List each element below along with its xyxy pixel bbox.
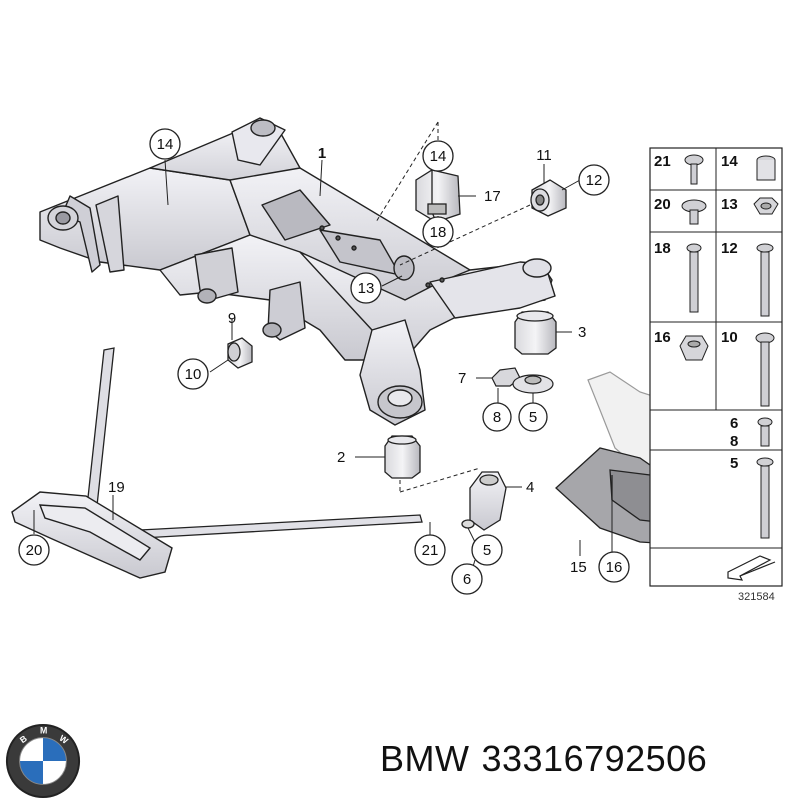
bolt-5-icon <box>756 457 774 539</box>
svg-text:6: 6 <box>463 571 471 588</box>
legend-label-16: 16 <box>654 329 671 346</box>
svg-text:14: 14 <box>157 136 174 153</box>
nut-16-icon <box>679 335 709 361</box>
callout-11: 11 <box>536 147 552 164</box>
callout-8-main: 8 <box>482 402 512 432</box>
rubber-mount-3 <box>514 310 557 355</box>
screw-20-icon <box>681 199 707 225</box>
callout-18-mount: 18 <box>422 216 454 248</box>
callout-3: 3 <box>578 324 586 341</box>
svg-text:5: 5 <box>529 409 537 426</box>
svg-text:18: 18 <box>430 224 447 241</box>
nut-13-icon <box>753 197 779 215</box>
legend-label-21: 21 <box>654 153 671 170</box>
svg-text:13: 13 <box>358 280 375 297</box>
brand-name: BMW <box>380 738 470 779</box>
rear-subframe <box>39 117 556 426</box>
legend-label-20: 20 <box>654 196 671 213</box>
svg-text:1: 1 <box>318 145 326 162</box>
part-number: 33316792506 <box>481 738 708 779</box>
direction-arrow-icon <box>727 555 776 581</box>
legend-label-18: 18 <box>654 240 671 257</box>
svg-text:8: 8 <box>493 409 501 426</box>
callout-14-top-left: 14 <box>149 128 181 160</box>
part-caption: BMW 33316792506 <box>380 738 790 788</box>
bushing-11 <box>530 179 567 217</box>
bracket-4 <box>461 471 507 531</box>
sleeve-14-icon <box>756 155 776 181</box>
legend-label-10: 10 <box>721 329 738 346</box>
bushing-10 <box>227 337 253 369</box>
callout-6-main: 6 <box>451 563 483 595</box>
callout-20: 20 <box>18 534 50 566</box>
svg-text:4: 4 <box>526 479 534 496</box>
callout-19: 19 <box>108 479 125 496</box>
callout-17: 17 <box>484 188 501 205</box>
bolt-10-icon <box>755 332 775 407</box>
bolt-18-icon <box>686 243 702 313</box>
svg-text:16: 16 <box>606 559 623 576</box>
callout-21: 21 <box>414 534 446 566</box>
callout-7: 7 <box>458 370 466 387</box>
callout-16-shield: 16 <box>598 551 630 583</box>
svg-text:2: 2 <box>337 449 345 466</box>
legend-label-6: 6 <box>730 415 738 432</box>
reference-id: 321584 <box>738 591 775 603</box>
support-plate-20 <box>11 491 173 579</box>
svg-text:12: 12 <box>586 172 603 189</box>
legend-label-14: 14 <box>721 153 738 170</box>
callout-14-mount: 14 <box>422 140 454 172</box>
legend-label-13: 13 <box>721 196 738 213</box>
rubber-mount-17 <box>415 169 461 223</box>
callout-12: 12 <box>578 164 610 196</box>
svg-text:9: 9 <box>228 310 236 327</box>
svg-text:19: 19 <box>108 479 125 496</box>
svg-text:15: 15 <box>570 559 587 576</box>
svg-text:10: 10 <box>185 366 202 383</box>
fastener-legend: 21 14 20 13 18 12 <box>649 147 783 603</box>
svg-text:21: 21 <box>422 542 439 559</box>
svg-text:7: 7 <box>458 370 466 387</box>
screw-6-8-icon <box>757 417 773 447</box>
screw-21-icon <box>684 154 704 185</box>
callout-13: 13 <box>350 272 382 304</box>
washer-parts <box>491 367 554 394</box>
callout-1: 1 <box>318 145 326 162</box>
svg-text:11: 11 <box>536 147 552 164</box>
bmw-logo-icon: B M W <box>5 723 81 799</box>
callout-2: 2 <box>337 449 345 466</box>
callout-9: 9 <box>228 310 236 327</box>
callout-15: 15 <box>570 559 587 576</box>
callout-5-bracket: 5 <box>471 534 503 566</box>
svg-text:3: 3 <box>578 324 586 341</box>
svg-text:B: B <box>18 733 29 745</box>
rubber-mount-2 <box>384 435 421 479</box>
bolt-12-icon <box>756 243 774 317</box>
svg-text:20: 20 <box>26 542 43 559</box>
legend-label-5: 5 <box>730 455 738 472</box>
svg-text:14: 14 <box>430 148 447 165</box>
callout-10: 10 <box>177 358 209 390</box>
legend-label-8: 8 <box>730 433 738 450</box>
svg-text:M: M <box>40 726 47 736</box>
svg-text:5: 5 <box>483 542 491 559</box>
svg-text:17: 17 <box>484 188 501 205</box>
legend-label-12: 12 <box>721 240 738 257</box>
callout-5-main: 5 <box>518 402 548 432</box>
callout-4: 4 <box>526 479 534 496</box>
